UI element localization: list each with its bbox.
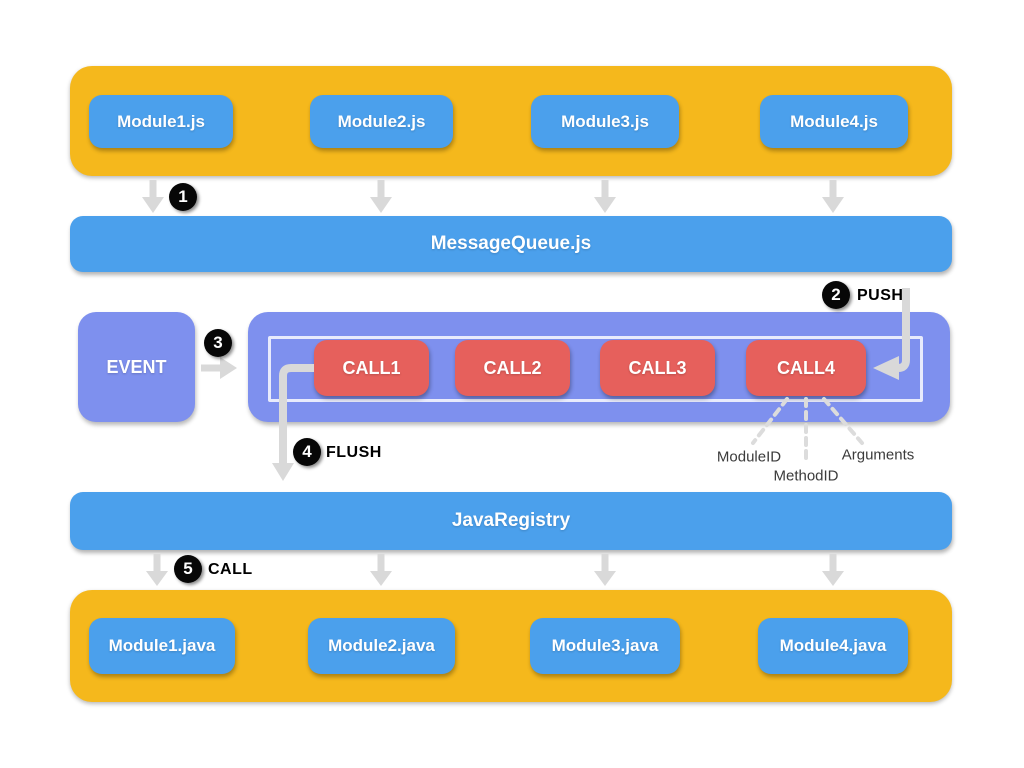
step-5-badge: 5: [174, 555, 202, 583]
call2-label: CALL2: [483, 357, 542, 378]
step-3-badge: 3: [204, 329, 232, 357]
message-queue-label: MessageQueue.js: [430, 233, 592, 254]
annotation-moduleid: ModuleID: [716, 448, 782, 466]
event-box: EVENT: [78, 312, 195, 422]
step-5-number: 5: [183, 559, 193, 578]
module4-java-label: Module4.java: [779, 636, 887, 655]
call1-label: CALL1: [342, 357, 401, 378]
push-label: PUSH: [857, 287, 904, 304]
down-arrow-module1-js: [142, 180, 164, 213]
down-arrow-module3-java: [594, 554, 616, 586]
module3-java-label: Module3.java: [551, 636, 659, 655]
module3-java-box: Module3.java: [530, 618, 680, 674]
call4-label: CALL4: [777, 357, 835, 378]
down-arrow-module4-js: [822, 180, 844, 213]
down-arrow-module3-js: [594, 180, 616, 213]
queue-inner-frame: [268, 336, 923, 402]
module2-java-box: Module2.java: [308, 618, 455, 674]
annotation-arguments: Arguments: [841, 446, 915, 464]
call1-box: CALL1: [314, 340, 429, 396]
module2-java-label: Module2.java: [328, 636, 435, 655]
step-4-badge: 4: [293, 438, 321, 466]
annotation-methodid: MethodID: [773, 467, 839, 485]
step-1-number: 1: [178, 187, 188, 206]
module1-js-label: Module1.js: [117, 111, 205, 131]
module4-js-box: Module4.js: [760, 95, 908, 148]
call-label: CALL: [208, 561, 253, 578]
module1-js-box: Module1.js: [89, 95, 233, 148]
event-label: EVENT: [106, 356, 167, 377]
message-queue-bar: MessageQueue.js: [70, 216, 952, 272]
down-arrow-module2-java: [370, 554, 392, 586]
down-arrow-module4-java: [822, 554, 844, 586]
down-arrow-module1-java: [146, 554, 168, 586]
call3-label: CALL3: [628, 357, 687, 378]
step-4-number: 4: [302, 442, 312, 461]
call2-box: CALL2: [455, 340, 570, 396]
module3-js-label: Module3.js: [561, 111, 649, 131]
module3-js-box: Module3.js: [531, 95, 679, 148]
event-to-queue-arrow: [201, 357, 237, 379]
flush-label: FLUSH: [326, 444, 382, 461]
module1-java-box: Module1.java: [89, 618, 235, 674]
call4-box: CALL4: [746, 340, 866, 396]
step-1-badge: 1: [169, 183, 197, 211]
module1-java-label: Module1.java: [108, 636, 216, 655]
module4-java-box: Module4.java: [758, 618, 908, 674]
step-2-badge: 2: [822, 281, 850, 309]
java-registry-bar: JavaRegistry: [70, 492, 952, 550]
step-3-number: 3: [213, 333, 223, 352]
step-2-number: 2: [831, 285, 841, 304]
down-arrow-module2-js: [370, 180, 392, 213]
module2-js-box: Module2.js: [310, 95, 453, 148]
java-registry-label: JavaRegistry: [451, 510, 571, 531]
call3-box: CALL3: [600, 340, 715, 396]
module4-js-label: Module4.js: [790, 111, 878, 131]
module2-js-label: Module2.js: [337, 111, 426, 131]
